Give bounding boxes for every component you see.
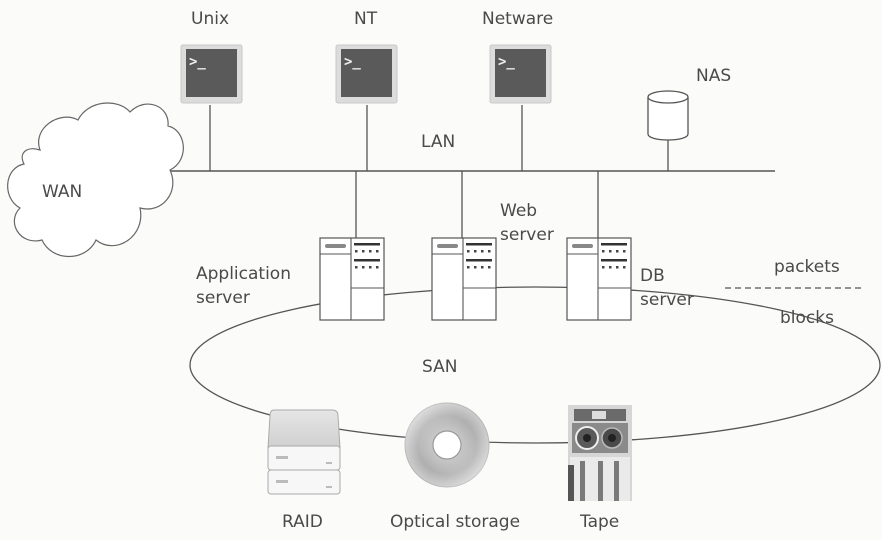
server-led — [474, 266, 477, 269]
unix-prompt: >_ — [189, 54, 206, 70]
nt-label: NT — [354, 9, 378, 29]
server-led — [616, 266, 619, 269]
server-panel-bar — [354, 243, 380, 246]
raid-array-icon — [267, 409, 341, 495]
server-panel-bar — [601, 243, 627, 246]
server-led — [362, 266, 365, 269]
app-server-label-line2: server — [196, 288, 250, 308]
server-led — [623, 266, 626, 269]
db-server-icon — [566, 237, 632, 321]
cloud-icon — [7, 102, 184, 258]
server-drive-slot — [325, 244, 346, 248]
app-server-label-line1: Application — [196, 264, 291, 284]
raid-label: RAID — [282, 512, 323, 532]
web-server-icon — [431, 237, 497, 321]
application-server-icon — [319, 237, 385, 321]
server-led — [616, 250, 619, 253]
netware-prompt: >_ — [498, 54, 515, 70]
server-led — [474, 250, 477, 253]
server-panel-bar — [466, 243, 492, 246]
server-led — [623, 250, 626, 253]
server-led — [376, 250, 379, 253]
netware-terminal-icon — [489, 44, 552, 104]
nas-label: NAS — [696, 66, 732, 86]
server-led — [369, 250, 372, 253]
server-chassis — [319, 237, 385, 321]
server-led — [355, 250, 358, 253]
san-ring — [189, 286, 881, 444]
legend-packets-label: packets — [774, 257, 840, 277]
server-led — [467, 266, 470, 269]
optical-disc-icon — [404, 402, 490, 488]
server-led — [355, 266, 358, 269]
nt-terminal-icon — [335, 44, 398, 104]
wan-label: WAN — [42, 182, 83, 202]
server-panel-bar — [601, 259, 627, 262]
server-led — [602, 266, 605, 269]
server-led — [609, 266, 612, 269]
server-chassis — [431, 237, 497, 321]
db-server-label-line1: DB — [640, 266, 665, 286]
unix-label: Unix — [191, 9, 230, 29]
server-led — [369, 266, 372, 269]
legend-blocks-label: blocks — [780, 308, 834, 328]
unix-terminal-icon — [180, 44, 243, 104]
server-led — [362, 250, 365, 253]
tape-label: Tape — [580, 512, 620, 532]
server-led — [467, 250, 470, 253]
server-led — [488, 266, 491, 269]
netware-label: Netware — [482, 9, 554, 29]
server-led — [609, 250, 612, 253]
server-led — [602, 250, 605, 253]
cylinder-disk-icon — [647, 90, 689, 141]
optical-storage-label: Optical storage — [390, 512, 521, 532]
server-drive-slot — [437, 244, 458, 248]
server-led — [488, 250, 491, 253]
tape-drive-icon — [568, 405, 632, 501]
lan-label: LAN — [421, 132, 456, 152]
web-server-label-line1: Web — [500, 201, 538, 221]
nt-prompt: >_ — [344, 54, 361, 70]
db-server-label-line2: server — [640, 290, 694, 310]
server-panel-bar — [466, 259, 492, 262]
server-led — [376, 266, 379, 269]
server-led — [481, 250, 484, 253]
server-led — [481, 266, 484, 269]
server-drive-slot — [572, 244, 593, 248]
server-panel-bar — [354, 259, 380, 262]
web-server-label-line2: server — [500, 225, 554, 245]
san-label: SAN — [422, 357, 458, 377]
server-chassis — [566, 237, 632, 321]
